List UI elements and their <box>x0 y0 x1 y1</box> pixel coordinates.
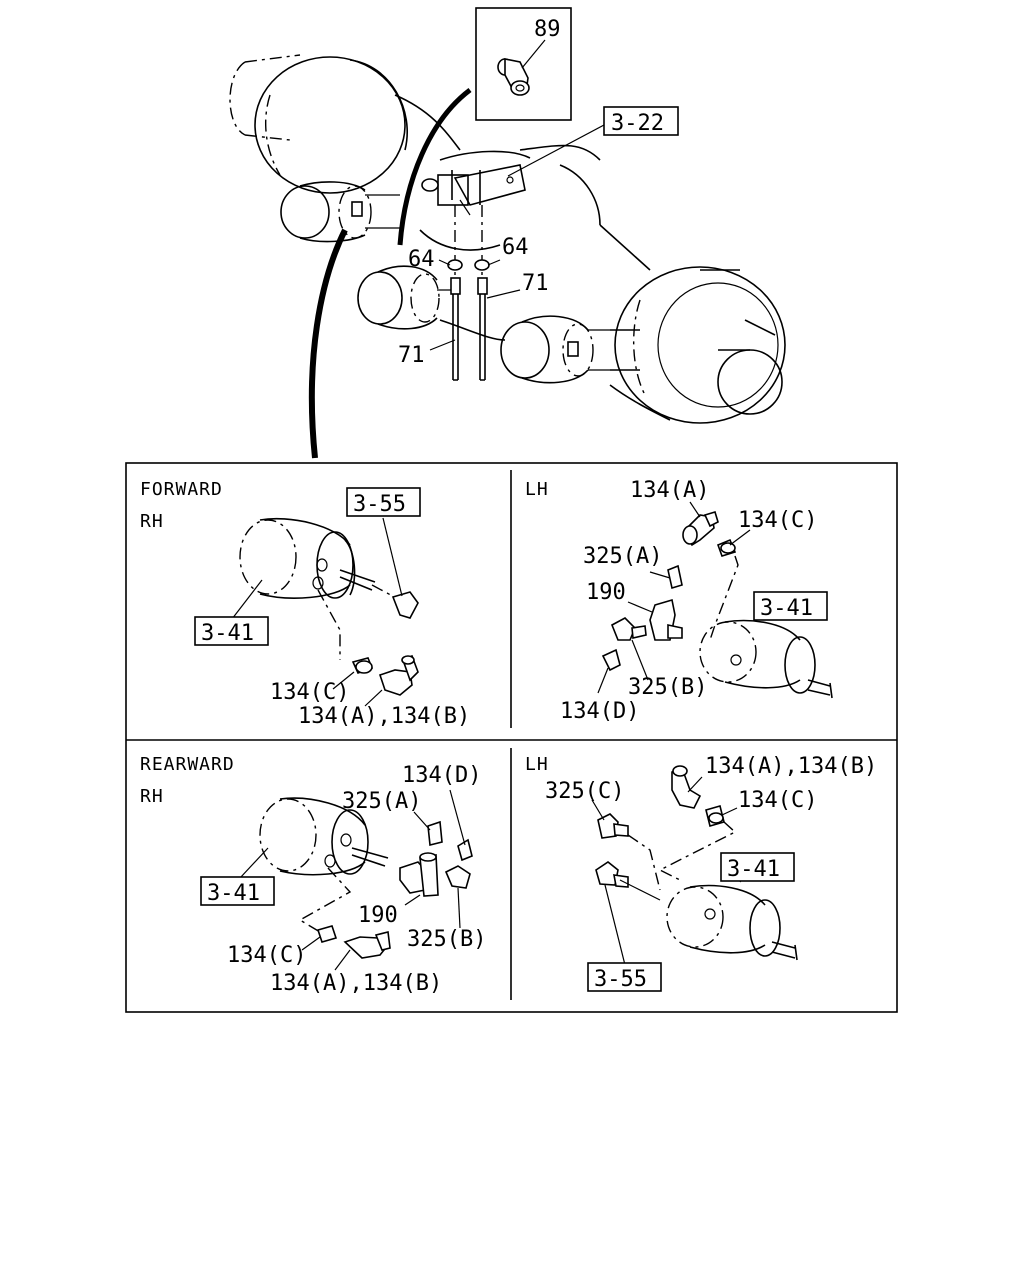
panel-forward-lh: LH <box>525 479 833 699</box>
fwd-rh-134ab-label: 134(A),134(B) <box>298 704 470 729</box>
fwd-lh-134a-label: 134(A) <box>630 478 709 503</box>
rear-lh-ref-3-41: 3-41 <box>727 857 780 882</box>
rear-rh-134c-label: 134(C) <box>227 943 306 968</box>
rear-lh-325c-label: 325(C) <box>545 779 624 804</box>
panel-forward-rh: FORWARD RH <box>140 479 419 707</box>
rear-rh-134d-label: 134(D) <box>402 763 481 788</box>
rear-rh-134ab-label: 134(A),134(B) <box>270 971 442 996</box>
axle-assembly-illustration <box>229 54 786 459</box>
tube-right-label: 71 <box>522 271 549 296</box>
rearward-title: REARWARD <box>140 754 235 775</box>
rear-rh-325b-label: 325(B) <box>407 927 486 952</box>
panel-rearward-rh: REARWARD RH <box>140 754 473 971</box>
panel-rearward-lh: LH <box>525 754 798 966</box>
detail-frame <box>125 462 898 1013</box>
fwd-lh-134c-label: 134(C) <box>738 508 817 533</box>
rear-rh-190-label: 190 <box>358 903 398 928</box>
fwd-lh-134d-label: 134(D) <box>560 699 639 724</box>
rearward-rh-side: RH <box>140 786 164 807</box>
forward-lh-side: LH <box>525 479 549 500</box>
washer-left-label: 64 <box>408 247 435 272</box>
forward-rh-side: RH <box>140 511 164 532</box>
fwd-rh-134c-label: 134(C) <box>270 680 349 705</box>
rear-lh-134ab-label: 134(A),134(B) <box>705 754 877 779</box>
fwd-lh-ref-box-3-41 <box>753 591 828 621</box>
rear-lh-134c-label: 134(C) <box>738 788 817 813</box>
rear-rh-325a-label: 325(A) <box>342 789 421 814</box>
washer-right-label: 64 <box>502 235 529 260</box>
fwd-rh-ref-3-55: 3-55 <box>353 492 406 517</box>
ref-3-22-label: 3-22 <box>611 111 664 136</box>
rearward-lh-side: LH <box>525 754 549 775</box>
fwd-lh-325a-label: 325(A) <box>583 544 662 569</box>
fwd-lh-325b-label: 325(B) <box>628 675 707 700</box>
fwd-rh-ref-box-3-41 <box>194 616 269 646</box>
inset-part-number: 89 <box>534 17 561 42</box>
rear-rh-ref-3-41: 3-41 <box>207 881 260 906</box>
fwd-rh-ref-3-41: 3-41 <box>201 621 254 646</box>
fwd-lh-ref-3-41: 3-41 <box>760 596 813 621</box>
rear-lh-ref-box-3-41 <box>720 852 795 882</box>
rear-lh-ref-box-3-55 <box>587 962 662 992</box>
rear-lh-ref-3-55: 3-55 <box>594 967 647 992</box>
ref-box-3-22 <box>603 106 679 136</box>
inset-box <box>475 7 572 121</box>
rear-rh-ref-box-3-41 <box>200 876 275 906</box>
fwd-lh-190-label: 190 <box>586 580 626 605</box>
forward-title: FORWARD <box>140 479 223 500</box>
tube-left-label: 71 <box>398 343 425 368</box>
fwd-rh-ref-box-3-55 <box>346 487 421 517</box>
